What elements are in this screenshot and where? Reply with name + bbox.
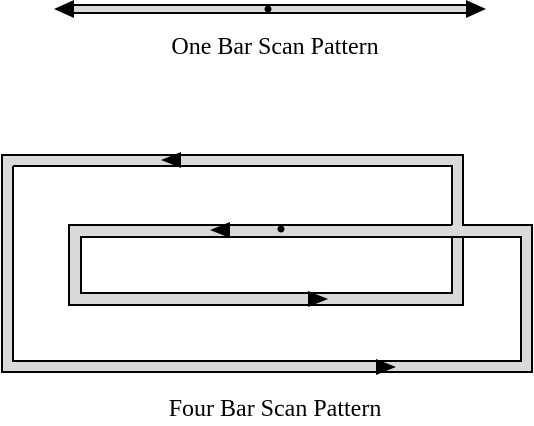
arrow-inner-right-icon xyxy=(308,291,328,307)
arrow-top-left-icon xyxy=(161,152,181,168)
arrow-bottom-right-icon xyxy=(376,359,396,375)
one-bar-caption: One Bar Scan Pattern xyxy=(171,34,379,60)
four-bar-caption: Four Bar Scan Pattern xyxy=(168,396,382,422)
scan-start-dot xyxy=(264,5,272,13)
four-bar-scan-pattern xyxy=(1,152,533,375)
one-bar-scan-pattern xyxy=(54,0,486,18)
four-bar-inner-outline xyxy=(12,165,522,362)
right-arrowhead-icon xyxy=(466,0,486,18)
scan-start-dot xyxy=(277,225,285,233)
four-bar-outer-outline xyxy=(1,154,533,373)
arrow-middle-left-icon xyxy=(210,222,230,238)
left-arrowhead-icon xyxy=(54,0,74,18)
